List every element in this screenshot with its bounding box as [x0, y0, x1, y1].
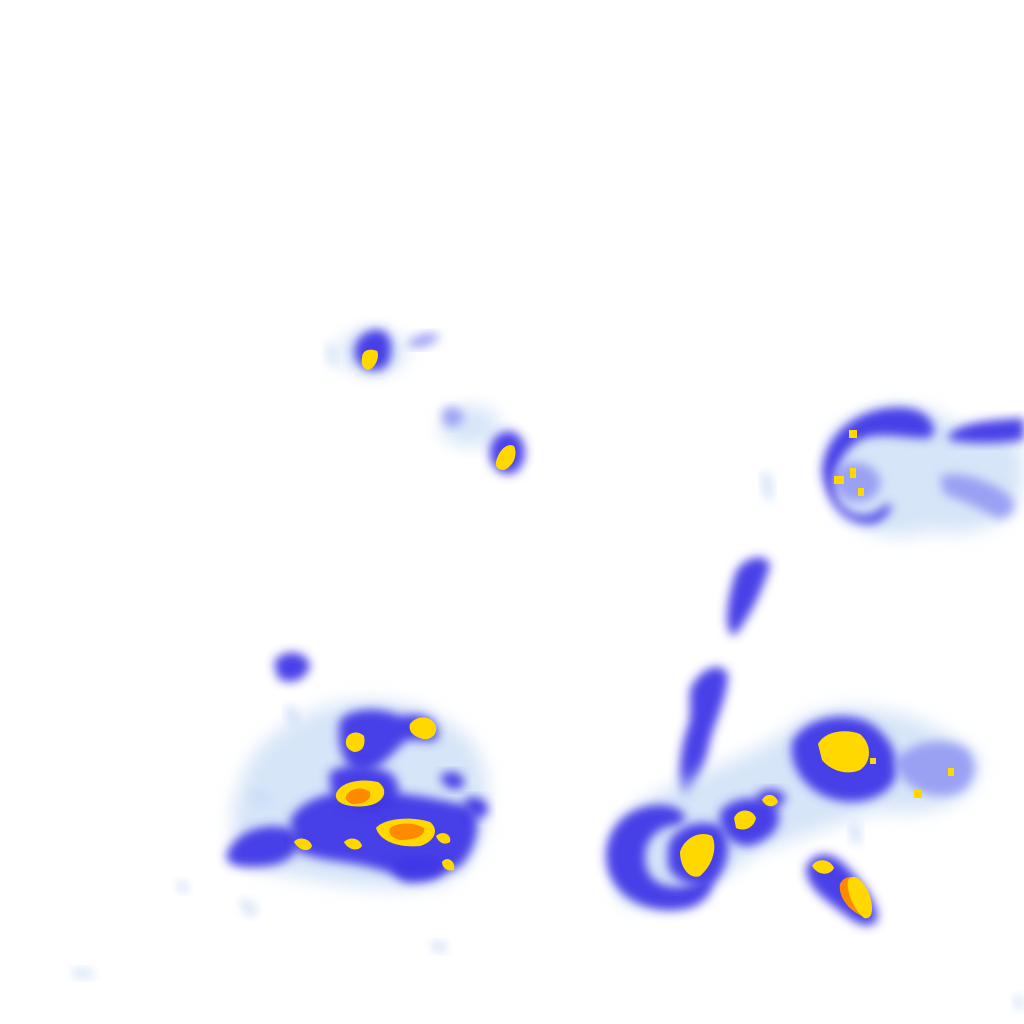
heavy-echo [274, 652, 310, 682]
intense-echo [734, 810, 756, 830]
intense-echo [948, 768, 954, 776]
radar-cell-east-streak [679, 557, 770, 798]
light-echo [849, 822, 862, 845]
light-echo [240, 899, 257, 917]
intense-echo [847, 876, 872, 919]
intense-echo [812, 860, 834, 874]
radar-cell-southwest [70, 652, 489, 979]
heavy-echo [948, 418, 1024, 443]
intense-echo [762, 794, 778, 807]
intense-echo [870, 758, 876, 764]
light-echo [408, 333, 440, 348]
intense-echo [345, 732, 365, 752]
intense-echo [442, 859, 455, 871]
extreme-echo [345, 788, 371, 804]
intense-echo [294, 838, 312, 851]
light-echo [761, 471, 774, 501]
light-echo [442, 407, 464, 427]
intense-echo [850, 468, 856, 478]
intense-echo [818, 731, 869, 773]
heavy-echo [226, 826, 300, 867]
light-echo [430, 941, 447, 953]
heavy-echo [727, 557, 770, 636]
radar-cell-southeast [606, 707, 1024, 1010]
heavy-echo [391, 856, 447, 883]
extreme-echo [389, 823, 425, 840]
radar-cell-north [326, 329, 440, 374]
intense-echo [858, 488, 864, 496]
light-echo [1014, 994, 1024, 1010]
radar-cell-northeast [761, 407, 1024, 537]
mid-echo [834, 462, 881, 503]
mid-echo [940, 474, 1015, 519]
heavy-echo [440, 771, 465, 790]
intense-echo [361, 349, 378, 370]
heavy-echo [606, 804, 712, 911]
intense-echo [436, 833, 451, 844]
light-echo [250, 789, 271, 807]
light-echo [176, 880, 189, 893]
intense-echo [409, 717, 437, 740]
intense-echo [914, 790, 922, 798]
intense-echo [849, 430, 857, 438]
light-echo [326, 343, 337, 368]
mid-echo [894, 741, 975, 796]
light-echo [285, 705, 300, 727]
intense-echo [344, 838, 362, 850]
heavy-echo [464, 797, 489, 818]
light-echo [70, 968, 95, 979]
radar-cell-center [440, 406, 525, 475]
intense-echo [680, 833, 715, 877]
intense-echo [495, 445, 516, 470]
intense-echo [834, 476, 844, 484]
heavy-echo [679, 667, 728, 798]
